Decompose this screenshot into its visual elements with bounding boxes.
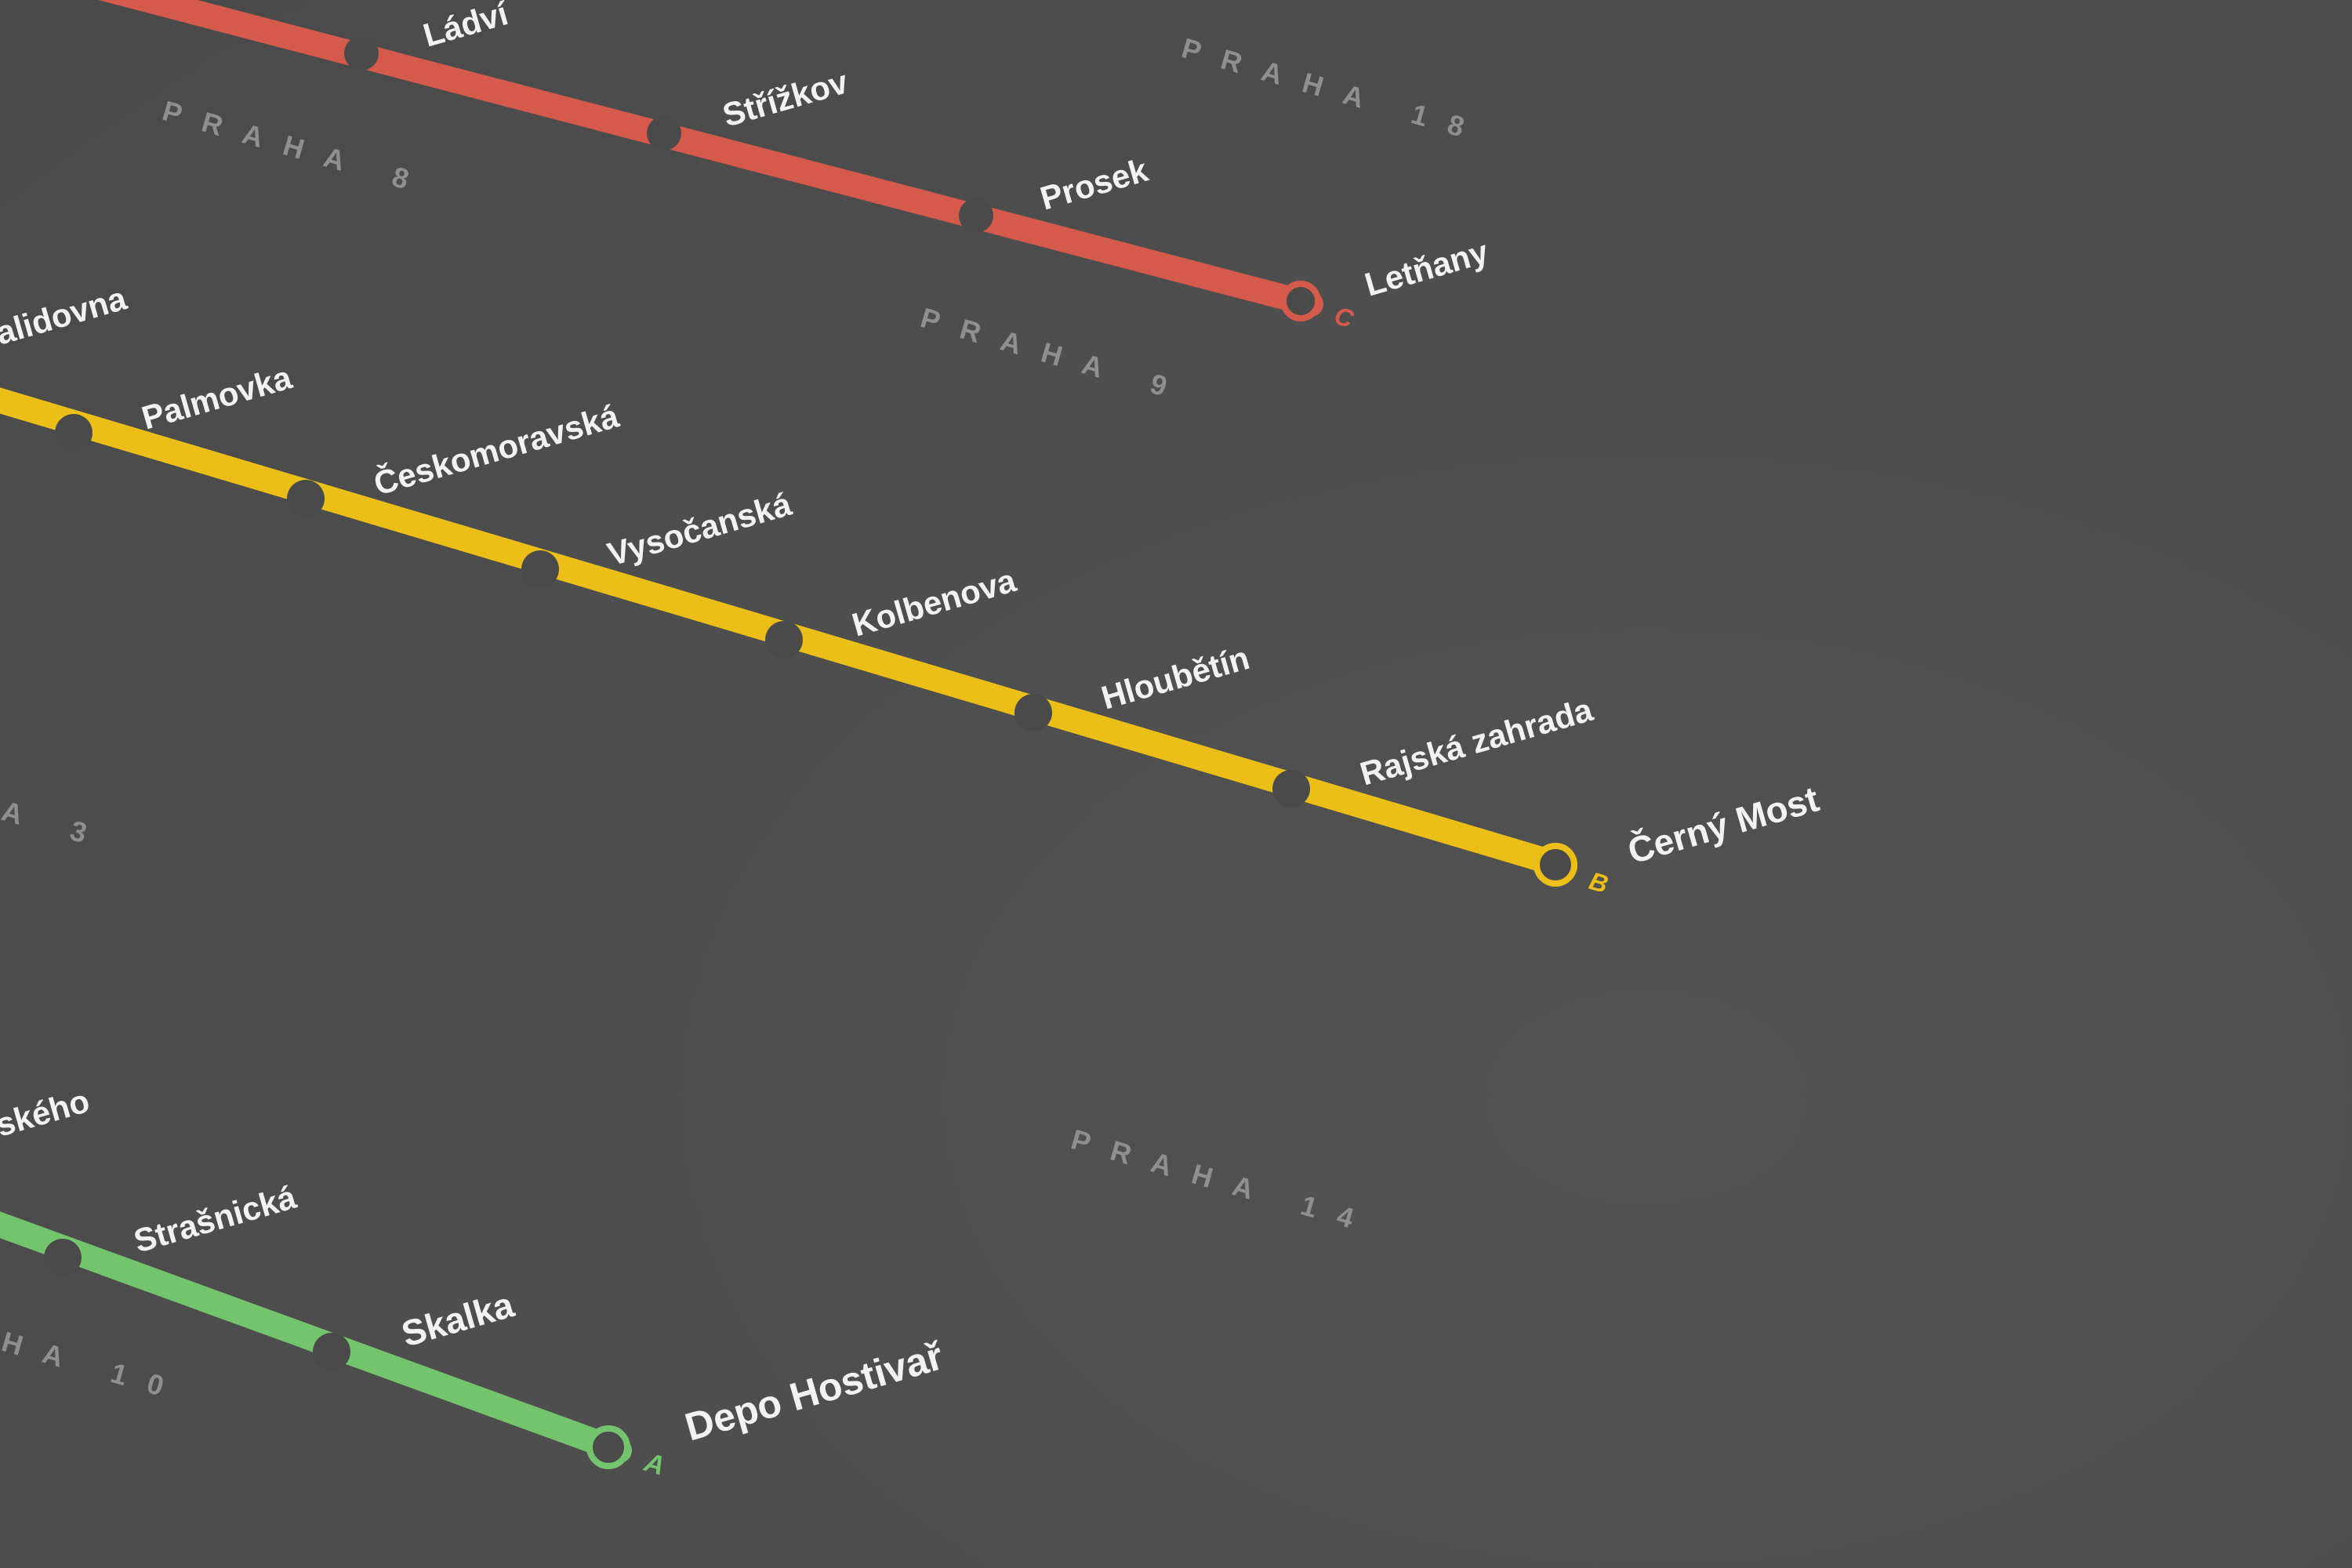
station-dot: [55, 414, 93, 452]
station-dot: [44, 1239, 82, 1276]
station-label-kolbenova: Kolbenova: [848, 561, 1021, 644]
station-label-skalka: Skalka: [397, 1283, 518, 1354]
station-label-prosek: Prosek: [1036, 151, 1152, 217]
station-label-rajska-zahrada: Rajská zahrada: [1356, 691, 1598, 793]
station-dot: [765, 621, 803, 659]
line-a-track: [0, 1211, 632, 1463]
line-a-letter: A: [641, 1447, 668, 1482]
station-dot: [647, 116, 681, 151]
metro-line-b: alidovna Palmovka Českomoravská Vysočans…: [0, 279, 1824, 898]
district-label-praha-14: PRAHA 14: [1068, 1123, 1378, 1240]
metro-line-a: ského Strašnická Skalka Depo Hostivař A: [0, 1082, 948, 1481]
district-label-praha-9: PRAHA 9: [917, 301, 1192, 408]
station-label-strasnicka: Strašnická: [130, 1178, 301, 1260]
station-dot: [1014, 694, 1052, 731]
station-label-vysocanska: Vysočanská: [604, 485, 796, 573]
terminal-station-ring: [1280, 281, 1321, 321]
district-label-praha-10: HA 10: [0, 1325, 188, 1408]
terminal-station-ring: [586, 1425, 630, 1469]
station-label-zelivskeho: ského: [0, 1082, 93, 1144]
station-dot: [287, 480, 325, 517]
district-label-praha-18: PRAHA 18: [1178, 31, 1489, 149]
station-label-palmovka: Palmovka: [138, 358, 296, 436]
station-label-invalidovna: alidovna: [0, 279, 131, 351]
station-dot: [959, 198, 993, 233]
station-label-depo-hostivar: Depo Hostivař: [681, 1334, 949, 1449]
station-label-cerny-most: Černý Most: [1623, 779, 1823, 872]
district-label-praha-8: PRAHA 8: [159, 94, 434, 201]
district-label-praha-3: A 3: [0, 794, 111, 855]
station-label-letnany: Letňany: [1361, 233, 1493, 303]
station-label-strizkov: Střížkov: [719, 63, 853, 133]
line-c-track: [98, 0, 1323, 317]
station-label-ceskomoravska: Českomoravská: [369, 397, 623, 503]
terminal-station-ring: [1534, 843, 1577, 887]
station-dot: [344, 36, 379, 71]
station-dot: [313, 1333, 350, 1370]
station-label-ladvi: Ládví: [419, 0, 514, 54]
line-b-letter: B: [1586, 866, 1611, 898]
station-dot: [1272, 770, 1310, 808]
station-dot: [521, 550, 559, 588]
station-label-hloubetin: Hloubětín: [1098, 639, 1254, 717]
line-c-letter: C: [1331, 301, 1357, 333]
